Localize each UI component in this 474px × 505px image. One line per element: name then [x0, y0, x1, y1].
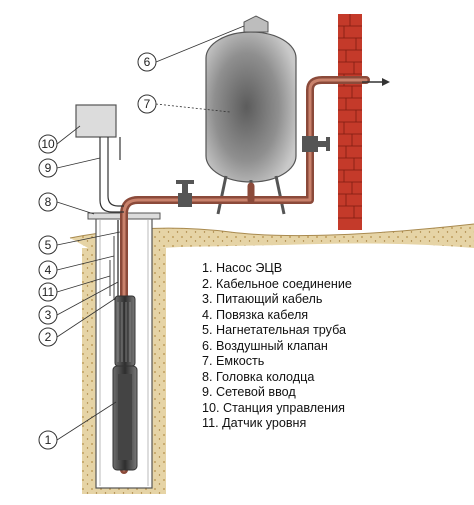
svg-text:5: 5	[45, 238, 52, 252]
callout-1: 1	[38, 401, 117, 450]
legend-item-4: 4. Повязка кабеля	[202, 307, 309, 322]
svg-text:9: 9	[45, 161, 52, 175]
legend-item-7: 7. Емкость	[202, 354, 265, 368]
svg-text:6: 6	[144, 55, 151, 69]
svg-text:11: 11	[42, 285, 55, 299]
svg-text:1: 1	[45, 433, 52, 447]
svg-text:3: 3	[45, 308, 52, 322]
discharge-pipe	[120, 76, 370, 474]
pump	[112, 295, 138, 471]
power-cable	[109, 220, 119, 300]
tank	[205, 15, 297, 215]
callout-8: 8	[38, 192, 95, 215]
callouts: 6 7 10 9 8 5 4	[38, 25, 245, 450]
callout-6: 6	[137, 25, 245, 72]
callout-11: 11	[38, 275, 111, 302]
outflow-arrow	[362, 78, 390, 86]
callout-3: 3	[38, 281, 119, 325]
legend-item-5: 5. Нагнетательная труба	[202, 323, 346, 337]
control-station	[75, 104, 124, 213]
legend-item-10: 10. Станция управления	[202, 400, 345, 415]
callout-9: 9	[38, 157, 101, 178]
svg-text:2: 2	[45, 330, 52, 344]
callout-2: 2	[38, 297, 117, 347]
legend-item-3: 3. Питающий кабель	[202, 292, 323, 306]
svg-text:8: 8	[45, 195, 52, 209]
valve	[176, 136, 330, 207]
legend-item-2: 2. Кабельное соединение	[202, 276, 352, 291]
svg-text:10: 10	[41, 137, 55, 151]
svg-text:4: 4	[45, 263, 52, 277]
callout-7: 7	[137, 94, 231, 114]
legend-item-9: 9. Сетевой ввод	[202, 385, 296, 399]
brick-wall	[338, 14, 362, 230]
legend-item-6: 6. Воздушный клапан	[202, 338, 328, 353]
legend-item-11: 11. Датчик уровня	[202, 416, 307, 430]
callout-10: 10	[38, 125, 81, 154]
svg-text:7: 7	[144, 97, 151, 111]
legend: 1. Насос ЭЦВ 2. Кабельное соединение 3. …	[202, 261, 352, 432]
callout-5: 5	[38, 231, 121, 255]
callout-4: 4	[38, 255, 115, 280]
legend-item-8: 8. Головка колодца	[202, 369, 315, 384]
legend-item-1: 1. Насос ЭЦВ	[202, 261, 283, 275]
